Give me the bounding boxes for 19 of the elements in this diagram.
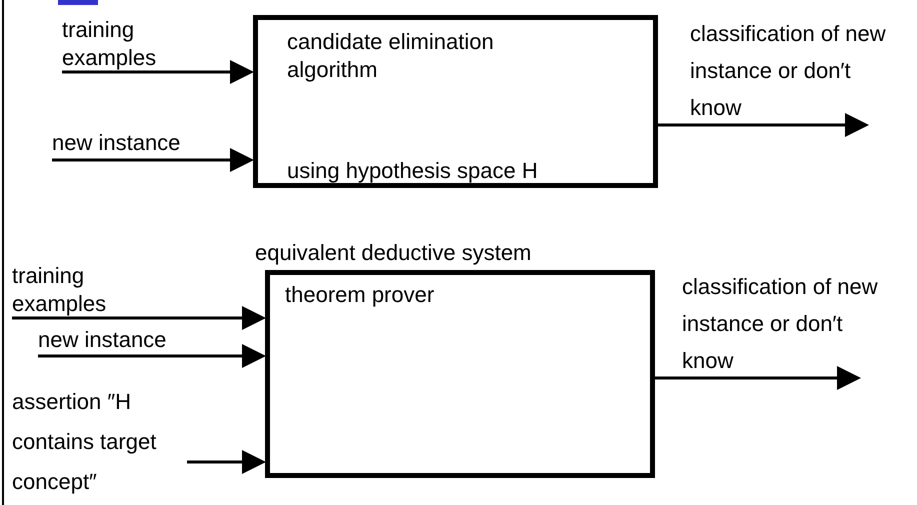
arrow (658, 113, 869, 137)
box-subtitle: using hypothesis space H (287, 157, 538, 185)
arrow (38, 344, 266, 368)
process-box (253, 15, 658, 188)
input-label: training examples (12, 262, 147, 318)
input-label: classification of new instance or don′t know (682, 268, 882, 378)
input-label: training examples (62, 16, 202, 72)
arrow (187, 450, 266, 474)
input-label: assertion ″H contains target concept″ (12, 382, 187, 502)
box-title: candidate elimination algorithm (287, 28, 495, 84)
arrow (655, 366, 861, 390)
system-heading: equivalent deductive system (255, 239, 532, 267)
input-label: new instance (52, 128, 212, 160)
arrow (62, 60, 254, 84)
input-label: classification of new instance or don′t know (690, 15, 890, 125)
box-title: theorem prover (285, 281, 434, 309)
arrow (12, 306, 266, 330)
input-label: new instance (38, 326, 208, 356)
arrow (52, 148, 254, 172)
